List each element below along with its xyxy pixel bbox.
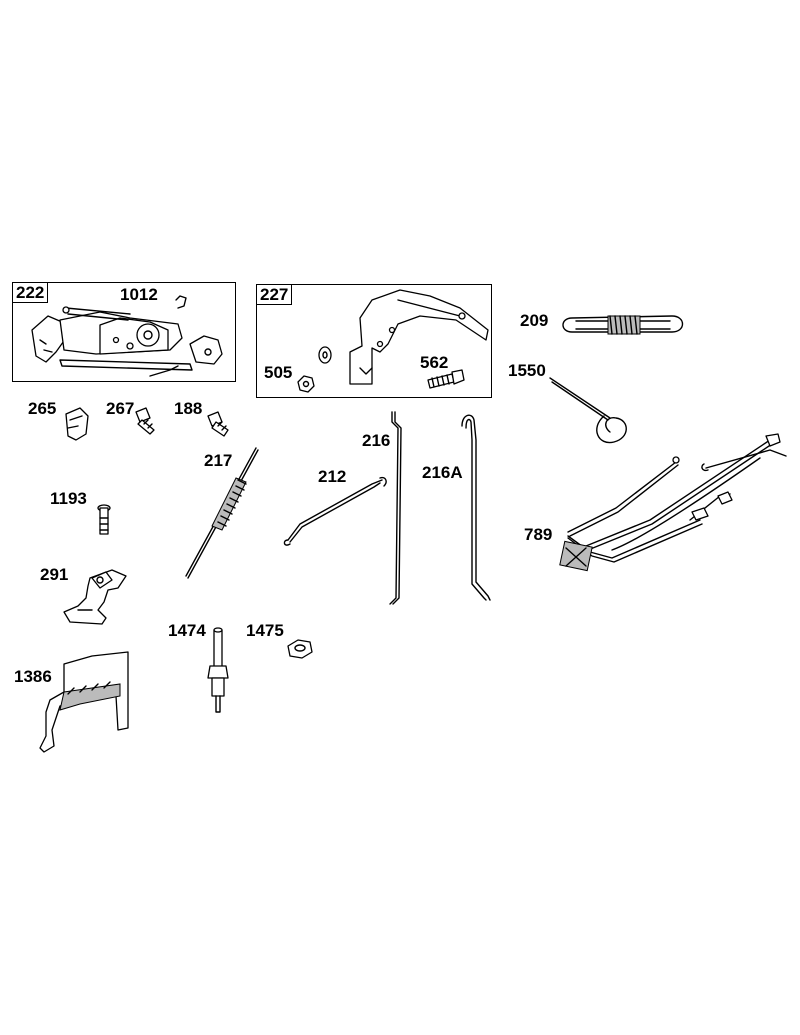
part-227-bracket (349, 289, 489, 385)
label-1474: 1474 (168, 621, 206, 640)
part-217-spring-rod (185, 447, 259, 579)
part-1386-shield (39, 651, 129, 753)
label-265: 265 (28, 399, 57, 418)
part-562-screw (427, 369, 465, 389)
label-217: 217 (204, 451, 233, 470)
label-209: 209 (520, 311, 549, 330)
label-1386: 1386 (14, 667, 52, 686)
label-1475: 1475 (246, 621, 284, 640)
part-1193-bolt (97, 504, 111, 535)
label-188: 188 (174, 399, 203, 418)
part-212-link (283, 476, 387, 546)
box-227: 227 (256, 284, 492, 398)
box-label-227: 227 (257, 285, 293, 305)
box-222: 222 (12, 282, 236, 382)
label-216: 216 (362, 431, 391, 450)
label-267: 267 (106, 399, 135, 418)
part-1474-shaft (207, 627, 229, 713)
part-188-screw (207, 411, 229, 437)
part-216A-rod (461, 414, 491, 601)
part-209-spring (562, 315, 684, 335)
part-291-bracket (63, 569, 127, 625)
part-267-screw (135, 407, 155, 435)
label-562: 562 (420, 353, 449, 372)
label-291: 291 (40, 565, 69, 584)
part-216-rod (389, 411, 402, 605)
label-216A: 216A (422, 463, 463, 482)
label-1193: 1193 (50, 489, 87, 508)
part-1475-nut (287, 639, 313, 659)
label-212: 212 (318, 467, 347, 486)
label-1012: 1012 (120, 285, 158, 304)
label-1550: 1550 (508, 361, 546, 380)
label-789: 789 (524, 525, 553, 544)
label-505: 505 (264, 363, 293, 382)
part-265-clip (65, 407, 89, 441)
part-222-governor-control-assembly (31, 295, 223, 377)
part-505-nut (297, 346, 332, 393)
part-789-cable-assembly (559, 433, 787, 572)
part-1550-link (549, 377, 627, 444)
box-label-222: 222 (13, 283, 49, 303)
